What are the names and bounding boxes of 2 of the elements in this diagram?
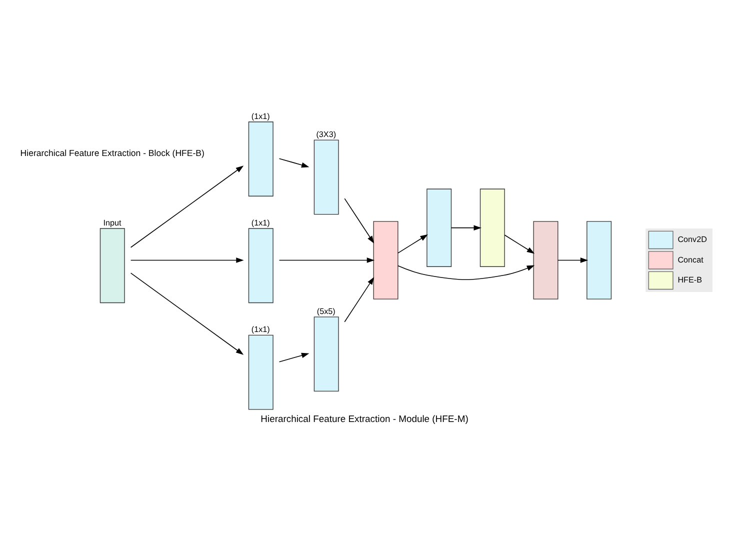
label: Hierarchical Feature Extraction - Block (HFE-B) [20,148,204,158]
caption: Hierarchical Feature Extraction - Module (HFE-M) [260,414,468,426]
